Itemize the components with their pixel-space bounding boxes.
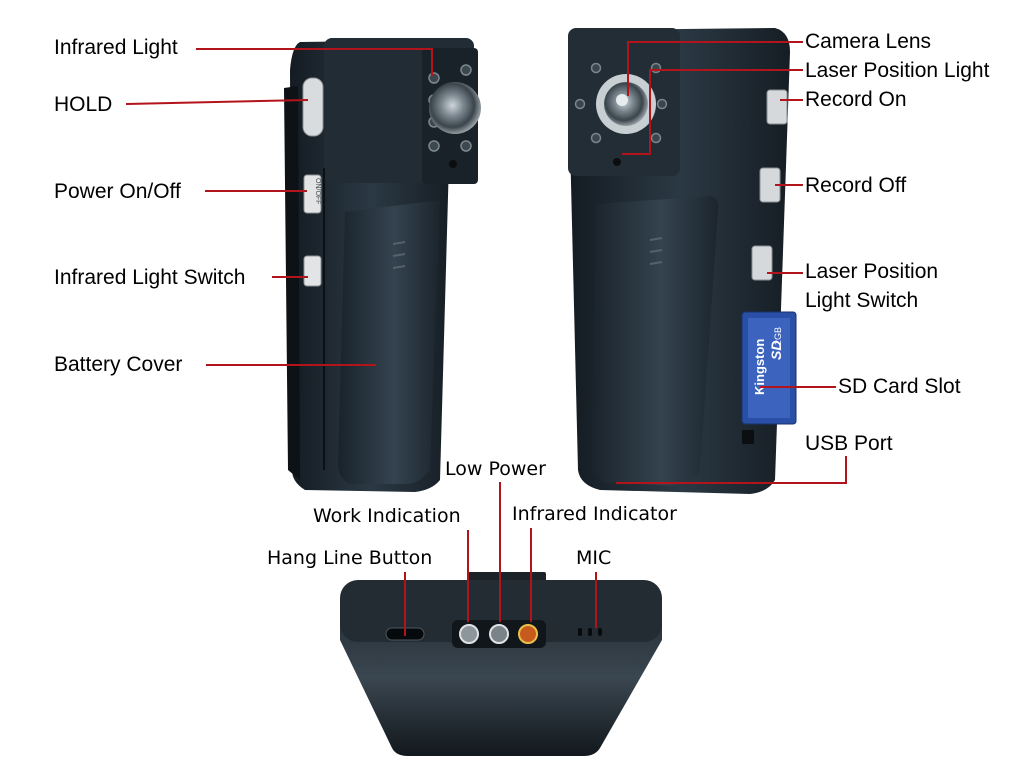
right-device: Kingston SD 2GB <box>568 28 797 494</box>
label-laser-switch-line1: Laser Position <box>805 260 939 283</box>
label-low-power: Low Power <box>445 458 546 480</box>
label-record-on: Record On <box>805 88 907 111</box>
leader-infrared-light <box>196 48 433 76</box>
label-record-off: Record Off <box>805 174 907 197</box>
power-button-marking: ON/OFF <box>314 178 321 204</box>
label-work-indication: Work Indication <box>313 505 461 527</box>
left-device-back-edge <box>284 86 300 480</box>
label-power-on-off: Power On/Off <box>54 180 181 203</box>
record-on-button <box>766 89 788 125</box>
label-laser-switch-line2: Light Switch <box>805 289 919 312</box>
leader-laser-light <box>622 69 803 155</box>
right-battery-cover <box>592 196 719 486</box>
leader-usb-port <box>616 456 847 484</box>
hold-switch <box>302 77 324 137</box>
sd-card: Kingston SD 2GB <box>741 311 797 425</box>
label-laser-position-light: Laser Position Light <box>805 59 990 82</box>
laser-position-light <box>613 158 621 166</box>
label-infrared-light: Infrared Light <box>54 36 178 59</box>
label-mic: MIC <box>576 547 612 569</box>
usb-port <box>742 430 754 444</box>
label-sd-card-slot: SD Card Slot <box>838 375 961 398</box>
battery-cover <box>338 200 440 484</box>
left-lens <box>429 82 481 134</box>
label-hang-line-button: Hang Line Button <box>267 547 433 569</box>
sd-card-capacity: 2GB <box>773 327 783 345</box>
label-camera-lens: Camera Lens <box>805 30 932 53</box>
work-indicator-led <box>459 624 479 644</box>
laser-switch-button <box>751 245 773 281</box>
bottom-device <box>340 572 662 756</box>
label-usb-port: USB Port <box>805 432 893 455</box>
infrared-indicator-led <box>518 624 538 644</box>
power-button <box>303 174 322 214</box>
label-infrared-light-switch: Infrared Light Switch <box>54 266 246 289</box>
sd-card-brand: Kingston <box>752 339 767 395</box>
low-power-led <box>489 624 509 644</box>
label-battery-cover: Battery Cover <box>54 353 183 376</box>
battery-cover-grip <box>392 241 406 269</box>
label-infrared-indicator: Infrared Indicator <box>512 503 677 525</box>
leader-hold <box>125 99 309 105</box>
leader-camera-lens <box>627 41 803 96</box>
leader-lines <box>125 41 847 636</box>
sd-card-logo: SD <box>768 341 784 360</box>
left-device: ON/OFF <box>284 38 481 492</box>
label-hold: HOLD <box>54 93 113 116</box>
mic-holes <box>578 628 602 636</box>
infrared-light-switch <box>303 255 322 287</box>
